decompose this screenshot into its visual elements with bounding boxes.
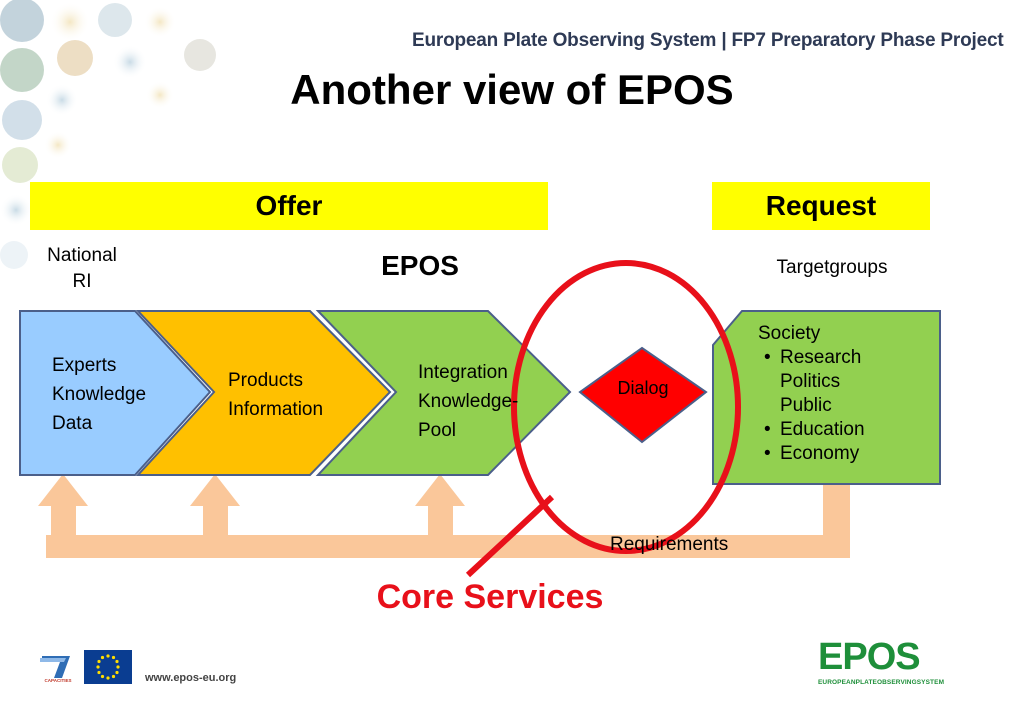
epos-logo: EPOS EUROPEANPLATEOBSERVINGSYSTEM (818, 636, 945, 686)
project-banner: European Plate Observing System | FP7 Pr… (412, 30, 1004, 51)
website-url[interactable]: www.epos-eu.org (145, 672, 237, 684)
experts-text: Experts Knowledge Data (52, 355, 147, 434)
list-item: Politics (780, 371, 841, 392)
products-chevron (135, 310, 392, 476)
offer-bar: Offer (30, 182, 548, 230)
epos-flow-diagram (19, 260, 941, 578)
requirements-label: Requirements (610, 534, 729, 555)
integration-text: Integration Knowledge- Pool (418, 362, 519, 441)
list-item: Research (758, 346, 865, 370)
photo-collage-decoration (0, 0, 216, 269)
list-item: Public (780, 395, 832, 416)
request-bar: Request (712, 182, 930, 230)
products-text: Products Information (228, 370, 324, 420)
fp7-caption: CAPACITIES (44, 678, 72, 683)
epos-label: EPOS (381, 250, 459, 281)
core-services-label: Core Services (376, 578, 604, 616)
dialog-diamond (578, 346, 708, 444)
list-item: Economy (758, 442, 865, 466)
list-item: Education (758, 418, 865, 442)
integration-chevron (315, 310, 572, 476)
requirements-feedback-arrow (38, 474, 850, 558)
dialog-text: Dialog (617, 378, 669, 398)
fp7-logo (36, 650, 78, 686)
core-services-circle (511, 260, 741, 554)
eu-flag-logo (84, 650, 132, 684)
national-ri-label: National RI (47, 245, 117, 292)
experts-chevron (19, 310, 212, 476)
targetgroups-label: Targetgroups (776, 257, 888, 278)
society-title: Society (758, 323, 821, 344)
offer-label: Offer (255, 190, 323, 221)
page-title: Another view of EPOS (290, 66, 734, 113)
society-list: Research Politics Public Education Econo… (758, 346, 865, 466)
request-label: Request (765, 190, 877, 221)
core-services-pointer (465, 494, 555, 578)
society-text: Society Research Politics Public Educati… (758, 322, 865, 466)
